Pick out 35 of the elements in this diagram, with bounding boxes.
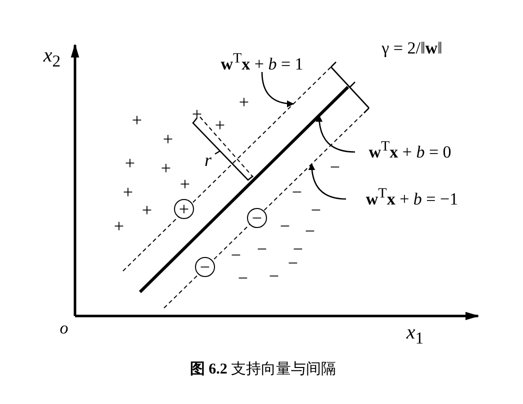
plus-sign: +	[132, 111, 142, 129]
minus-sign: −	[304, 222, 316, 240]
support-vector-plus: +	[174, 199, 194, 219]
plus-sign: +	[238, 93, 250, 111]
plus-sign: +	[142, 201, 152, 219]
minus-sign: −	[230, 246, 242, 264]
plus-sign: +	[160, 159, 172, 177]
margin-formula: γ = 2/‖w‖	[382, 40, 442, 56]
support-vector-minus: −	[195, 257, 215, 277]
minus-sign: −	[280, 217, 290, 235]
plus-sign: +	[192, 105, 202, 123]
origin-label: o	[60, 320, 68, 336]
axis-label: x$_{2}$	[43, 46, 61, 70]
leader-arrow	[308, 163, 346, 200]
figure-caption: 图 6.2 支持向量与间隔	[190, 362, 336, 378]
leader-arrow	[316, 114, 356, 153]
minus-sign: −	[310, 201, 322, 219]
plus-sign: +	[180, 175, 190, 193]
minus-sign: −	[256, 240, 268, 258]
equation-label: w$^{T}$x + b = 1	[220, 52, 304, 72]
axis-label: x$_{1}$	[406, 322, 424, 348]
equation-label: w$^{T}$x + b = −1	[366, 186, 458, 208]
plus-sign: +	[122, 183, 134, 201]
plus-sign: +	[162, 130, 174, 148]
leader-arrow	[261, 72, 294, 108]
equation-label: w$^{T}$x + b = 0	[368, 140, 452, 160]
minus-sign: −	[268, 267, 280, 285]
plus-sign: +	[214, 116, 226, 134]
plus-sign: +	[114, 217, 124, 235]
plus-sign: +	[124, 154, 136, 172]
minus-sign: −	[292, 183, 302, 201]
minus-sign: −	[238, 269, 248, 287]
distance-label: r	[204, 151, 212, 169]
minus-sign: −	[330, 158, 340, 176]
support-vector-minus: −	[247, 208, 267, 228]
